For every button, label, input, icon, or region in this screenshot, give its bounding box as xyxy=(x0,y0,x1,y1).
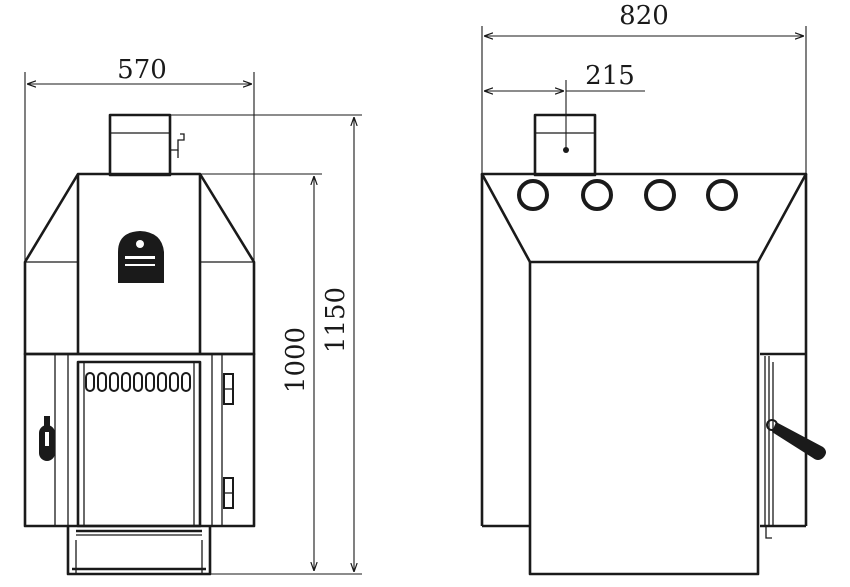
dimension-570-label: 570 xyxy=(117,55,167,85)
dimension-570: 570 xyxy=(24,55,255,262)
dimension-1000: 1000 xyxy=(200,173,322,571)
door-hinges xyxy=(223,373,234,509)
front-base xyxy=(66,526,212,576)
front-flue-pipe xyxy=(108,113,185,177)
side-central-body xyxy=(528,262,760,576)
dimension-820: 820 xyxy=(481,1,807,174)
door-handle xyxy=(39,416,55,461)
side-door-edge xyxy=(764,356,774,539)
front-door xyxy=(76,360,202,528)
side-upper-body xyxy=(480,172,808,264)
side-door-handle xyxy=(766,419,826,460)
dimension-215-label: 215 xyxy=(585,61,635,91)
dimension-1150-label: 1150 xyxy=(321,287,351,353)
connection-holes xyxy=(517,179,738,211)
front-lower-body xyxy=(23,352,256,528)
dimension-1150: 1150 xyxy=(170,114,362,575)
vent-slots xyxy=(85,372,191,392)
emblem-logo xyxy=(118,231,164,283)
dimension-1000-label: 1000 xyxy=(281,327,311,393)
side-view xyxy=(480,113,826,576)
dimension-820-label: 820 xyxy=(619,1,669,31)
dimension-215: 215 xyxy=(484,61,645,150)
front-view xyxy=(23,113,256,576)
side-flue-pipe xyxy=(533,113,597,177)
